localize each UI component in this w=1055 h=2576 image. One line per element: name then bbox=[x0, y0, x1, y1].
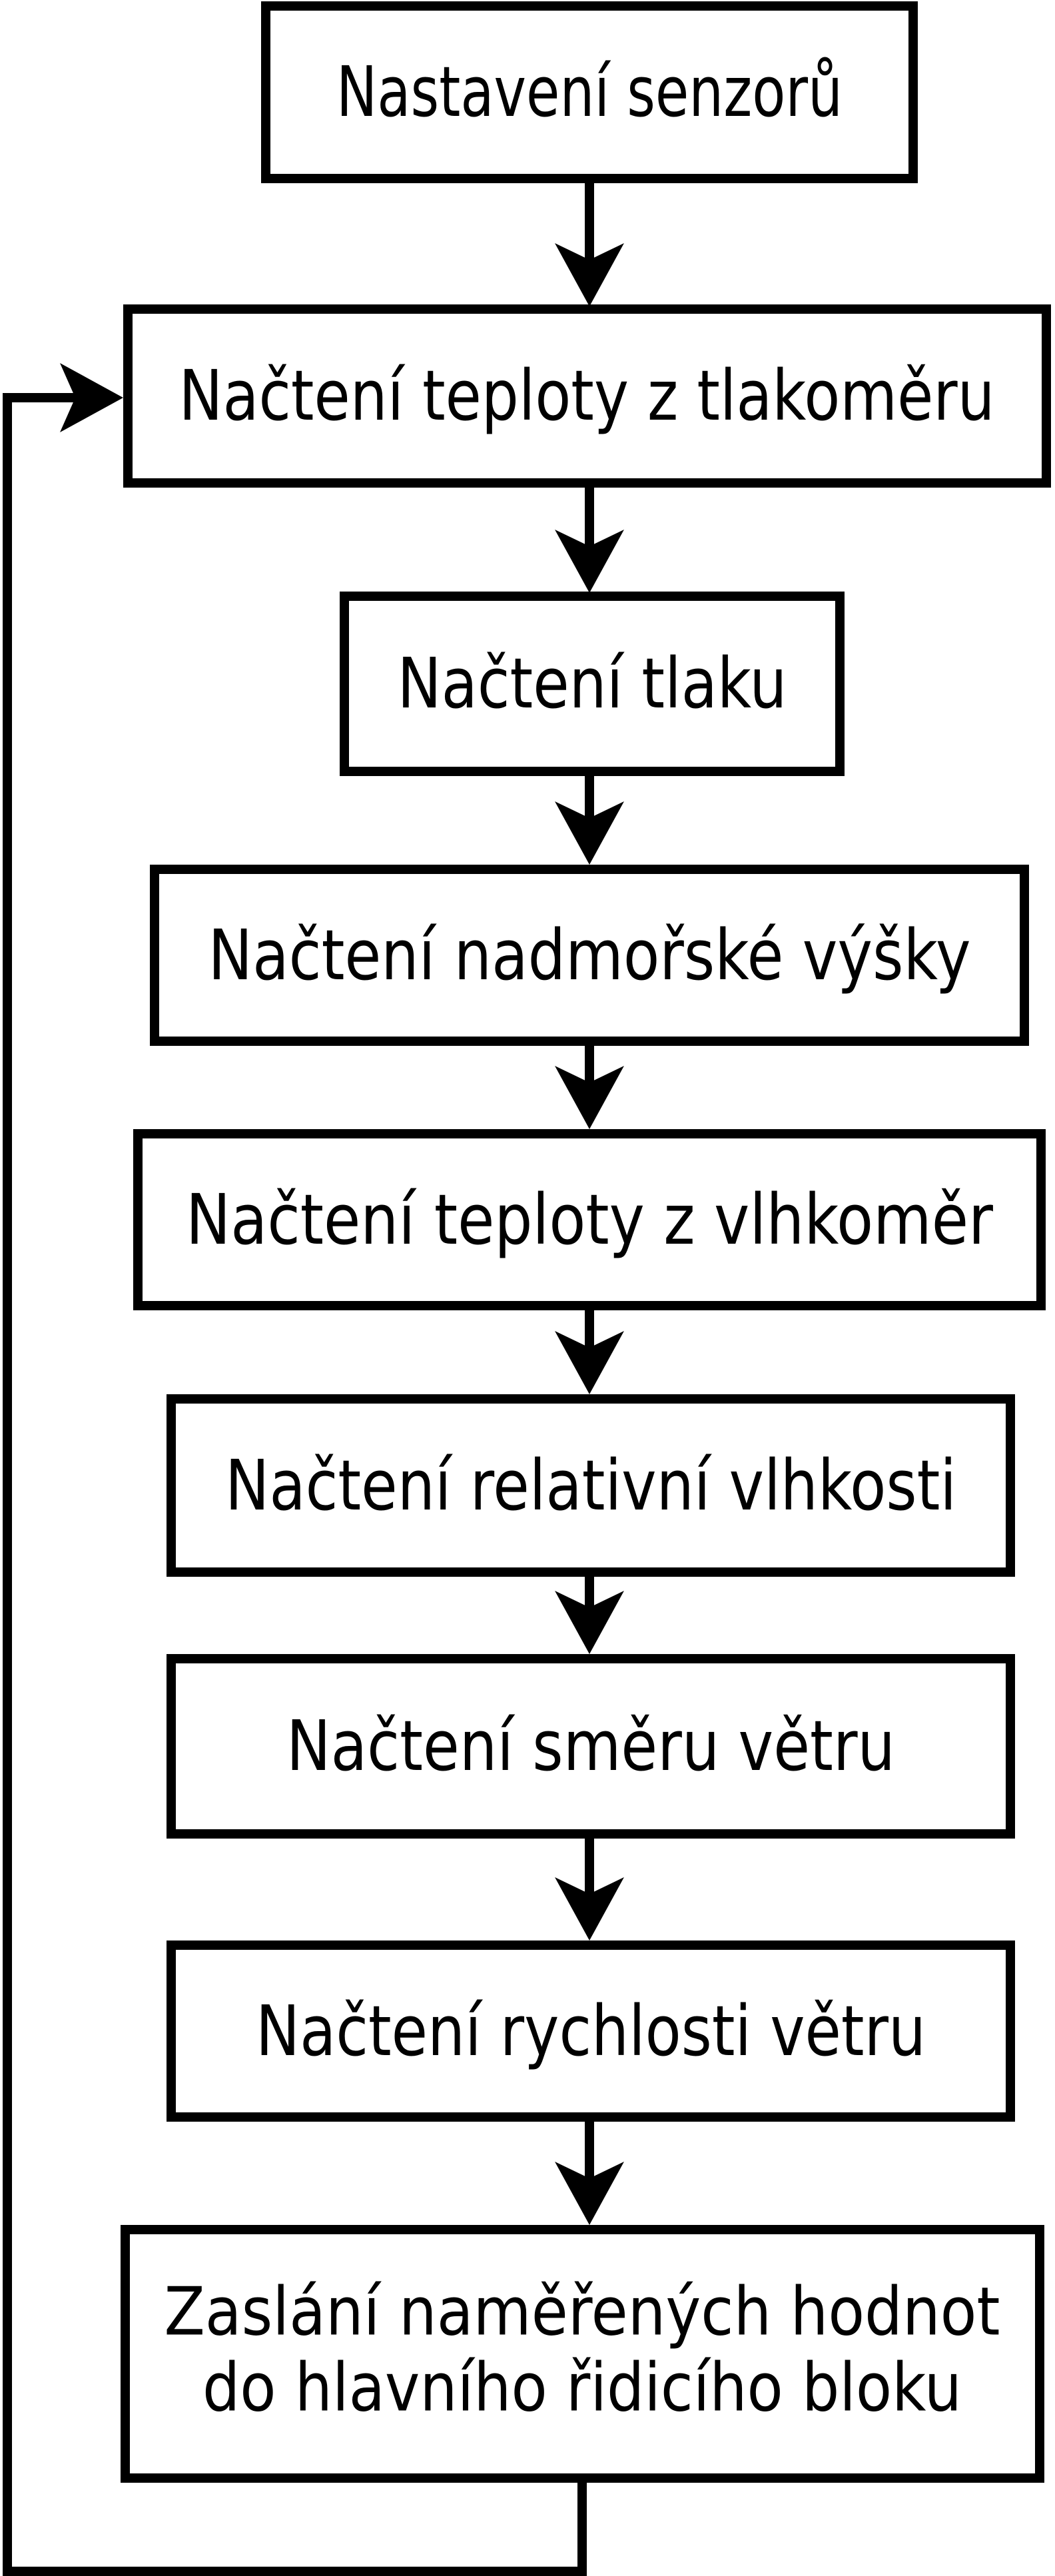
node-zaslani-namerenych-hodnot: Zaslání naměřených hodnot do hlavního ři… bbox=[121, 2225, 1044, 2483]
edge-n9-n2-feedback-loop bbox=[3, 363, 587, 2576]
arrowhead-down bbox=[555, 1877, 624, 1940]
arrowhead-down bbox=[555, 243, 624, 306]
node-label: Nastavení senzorů bbox=[336, 51, 843, 133]
arrowhead-down bbox=[555, 1591, 624, 1654]
node-box bbox=[133, 1129, 1046, 1310]
edge-n7-n8 bbox=[555, 1837, 624, 1940]
node-label: Načtení teploty z vlhkoměr bbox=[186, 1179, 993, 1260]
node-label: Načtení rychlosti větru bbox=[256, 1990, 926, 2072]
node-box bbox=[167, 1394, 1015, 1577]
node-box bbox=[121, 2225, 1044, 2483]
node-label: Načtení relativní vlhkosti bbox=[225, 1445, 956, 1526]
arrowhead-down bbox=[555, 2162, 624, 2225]
node-box bbox=[167, 1940, 1015, 2122]
node-nacteni-teploty-z-vlhkomer: Načtení teploty z vlhkoměr bbox=[133, 1129, 1046, 1310]
arrowhead-down bbox=[555, 1066, 624, 1129]
node-nacteni-smeru-vetru: Načtení směru větru bbox=[167, 1654, 1015, 1839]
edge-n4-n5 bbox=[555, 1042, 624, 1129]
arrowhead-down bbox=[555, 1331, 624, 1394]
node-nacteni-teploty-z-tlakomeru: Načtení teploty z tlakoměru bbox=[123, 304, 1051, 488]
arrowhead-down bbox=[555, 530, 624, 593]
edge-n8-n9 bbox=[555, 2118, 624, 2225]
node-box bbox=[340, 592, 845, 776]
edge-n3-n4 bbox=[555, 772, 624, 865]
node-nacteni-relativni-vlhkosti: Načtení relativní vlhkosti bbox=[167, 1394, 1015, 1577]
node-box bbox=[167, 1654, 1015, 1839]
arrowhead-right bbox=[60, 363, 123, 432]
node-box bbox=[123, 304, 1051, 488]
node-box bbox=[261, 1, 918, 183]
node-label: Načtení nadmořské výšky bbox=[208, 915, 971, 996]
node-nacteni-rychlosti-vetru: Načtení rychlosti větru bbox=[167, 1940, 1015, 2122]
edge-n6-n7 bbox=[555, 1573, 624, 1654]
node-box bbox=[150, 865, 1029, 1046]
edge-n1-n2 bbox=[555, 180, 624, 306]
edge-n5-n6 bbox=[555, 1306, 624, 1394]
node-nastaveni-senzoru: Nastavení senzorů bbox=[261, 1, 918, 183]
node-label: Načtení směru větru bbox=[286, 1705, 895, 1787]
feedback-loop-line bbox=[3, 393, 587, 2576]
node-nacteni-nadmorske-vysky: Načtení nadmořské výšky bbox=[150, 865, 1029, 1046]
node-label-line-1: Zaslání naměřených hodnot bbox=[165, 2273, 1000, 2351]
node-label: Načtení teploty z tlakoměru bbox=[179, 355, 995, 436]
edge-n2-n3 bbox=[555, 484, 624, 593]
arrowhead-down bbox=[555, 801, 624, 865]
node-nacteni-tlaku: Načtení tlaku bbox=[340, 592, 845, 776]
node-label-line-2: do hlavního řidicího bloku bbox=[202, 2349, 962, 2427]
node-label: Načtení tlaku bbox=[398, 643, 787, 724]
